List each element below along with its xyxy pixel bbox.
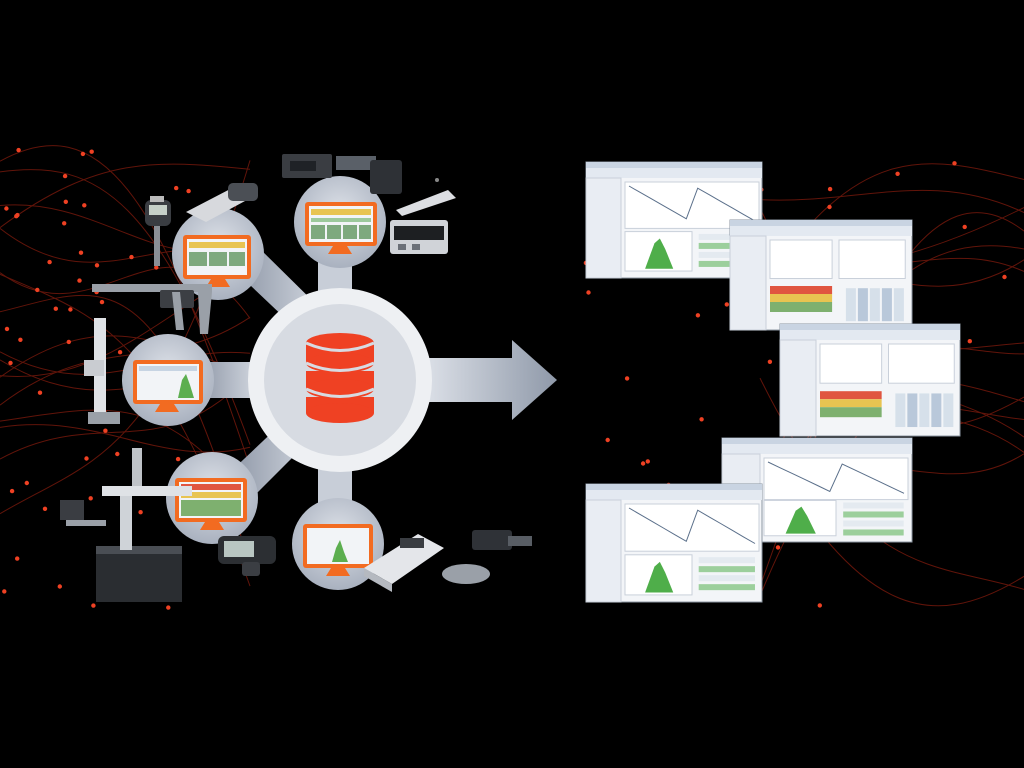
- flow-dot: [78, 250, 84, 255]
- trend-window-icon: [585, 483, 763, 603]
- flow-dot: [53, 306, 58, 311]
- flow-dot: [24, 480, 29, 486]
- output-arrow: [420, 340, 557, 420]
- flow-dot: [14, 214, 19, 219]
- flow-dot: [827, 186, 833, 192]
- flow-line: [0, 145, 251, 468]
- flow-dot: [94, 263, 100, 268]
- source-node-bottom: [292, 498, 384, 590]
- flow-dot: [895, 171, 900, 176]
- flow-dot: [817, 603, 822, 608]
- flow-dot: [775, 545, 781, 550]
- flow-dot: [99, 299, 105, 305]
- flow-dot: [186, 188, 191, 194]
- flow-dot: [4, 206, 9, 211]
- flow-line: [0, 424, 251, 453]
- flow-line: [0, 316, 251, 406]
- database-icon: [305, 333, 375, 423]
- flow-dot: [16, 147, 21, 153]
- surface-tester-icon: [218, 536, 276, 576]
- flow-dot: [8, 360, 13, 366]
- flow-dot: [80, 151, 86, 157]
- flow-dot: [42, 506, 48, 511]
- flow-line: [0, 169, 251, 445]
- flow-dot: [166, 605, 171, 610]
- flow-dot: [47, 259, 52, 265]
- flow-dot: [154, 265, 159, 270]
- flow-dot: [129, 254, 134, 260]
- flow-dot: [767, 359, 773, 364]
- flow-dot: [724, 302, 729, 307]
- flow-line: [0, 374, 251, 460]
- flow-dot: [84, 456, 89, 461]
- source-node-bottom-left: [166, 452, 258, 544]
- flow-dot: [2, 589, 7, 594]
- flow-dot: [962, 224, 967, 230]
- source-node-top-left: [172, 208, 264, 300]
- probe-icon: [186, 183, 258, 222]
- flow-dot: [115, 451, 120, 457]
- cmm-machine-icon: [60, 448, 192, 602]
- flow-dot: [827, 204, 832, 210]
- flow-line: [0, 163, 251, 228]
- flow-dot: [35, 287, 40, 293]
- counter-display-icon: [390, 220, 448, 254]
- flow-dot: [61, 221, 67, 226]
- flow-dot: [624, 376, 630, 381]
- flow-dot: [15, 556, 20, 561]
- source-node-top: [294, 176, 386, 268]
- flow-dot: [645, 459, 650, 464]
- micrometer-icon: [442, 530, 532, 584]
- flow-dot: [62, 173, 68, 179]
- flow-dot: [66, 339, 72, 345]
- flow-dot: [89, 149, 94, 154]
- flow-dot: [91, 603, 96, 608]
- flow-dot: [695, 313, 701, 318]
- spoke-bottom: [318, 460, 352, 510]
- flow-dot: [967, 339, 972, 344]
- flow-dot: [37, 390, 43, 395]
- flow-dot: [77, 278, 82, 283]
- source-node-left: [122, 334, 214, 426]
- flow-dot: [1002, 274, 1007, 280]
- flow-dot: [640, 461, 646, 466]
- flow-dot: [103, 428, 108, 433]
- data-printer-icon: [364, 534, 444, 592]
- flow-dot: [63, 199, 68, 204]
- digital-indicator-icon: [145, 196, 171, 266]
- flow-dot: [699, 417, 704, 422]
- flow-dot: [175, 456, 181, 462]
- dashboard-window-icon: [779, 323, 961, 437]
- flow-dot: [9, 488, 15, 494]
- flow-dot: [88, 496, 93, 501]
- flow-line: [759, 189, 1024, 214]
- laser-micrometer-icon: [282, 154, 402, 194]
- flow-dot: [68, 307, 73, 312]
- flow-dot: [138, 510, 143, 515]
- flow-dot: [952, 161, 957, 166]
- flow-dot: [4, 326, 10, 332]
- flow-dot: [117, 350, 123, 355]
- flow-dot: [57, 584, 62, 589]
- caliper-icon: [92, 284, 212, 334]
- flow-dot: [18, 337, 23, 342]
- software-screens: [585, 161, 961, 603]
- spc-chart-window-icon: [729, 219, 913, 331]
- height-gauge-icon: [84, 318, 120, 424]
- flow-dot: [174, 185, 179, 191]
- database-hub: [248, 288, 432, 472]
- flow-dot: [586, 290, 591, 295]
- pen-probe-icon: [396, 178, 456, 216]
- flow-dot: [82, 203, 87, 208]
- flow-dot: [605, 437, 610, 443]
